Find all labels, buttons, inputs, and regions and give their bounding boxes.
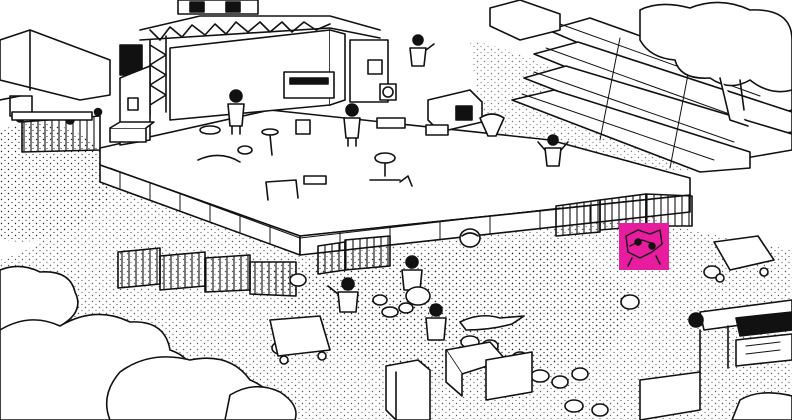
bush-bottom-right (731, 392, 792, 420)
tree-right (639, 1, 792, 127)
stage-platform (99, 109, 691, 256)
carts (269, 235, 775, 401)
performers-on-stage (227, 34, 569, 167)
truss-tower-left (119, 0, 381, 116)
fence-left-back (11, 111, 101, 153)
hidden-character-icon (625, 229, 663, 267)
crocodile-toy (459, 314, 525, 331)
fridge (385, 359, 431, 420)
person-crowd-2 (327, 277, 359, 313)
person-crowd-3 (425, 303, 447, 341)
person-crowd-1 (401, 255, 423, 291)
stage-props (109, 89, 505, 201)
crates-top (489, 0, 561, 41)
found-target-highlight[interactable] (619, 223, 669, 270)
food-stall-right (639, 299, 792, 420)
performer-1 (227, 89, 245, 135)
bushes-left (0, 265, 297, 420)
trailers-left (0, 29, 111, 125)
performer-4 (409, 34, 435, 67)
crowd (327, 228, 481, 341)
performer-3 (537, 134, 569, 167)
performer-2 (343, 103, 361, 147)
barrier-fence (117, 193, 693, 297)
bleachers (511, 17, 792, 173)
